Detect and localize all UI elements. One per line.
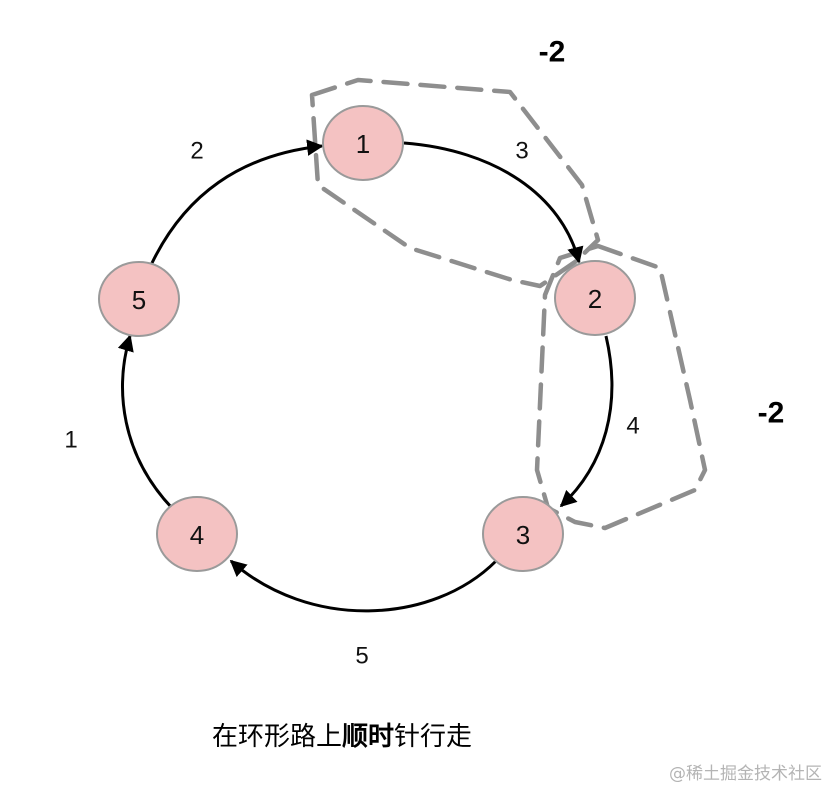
node-2: 2 [554, 260, 636, 336]
caption-text-emphasis: 顺时 [342, 722, 395, 752]
edge-2-to-3-label: 4 [626, 413, 639, 440]
node-4: 4 [156, 496, 238, 572]
edge-4-to-5-label: 1 [64, 427, 77, 454]
edge-5-to-1 [150, 139, 324, 264]
edge-2-to-3 [559, 335, 614, 508]
node-2-label: 2 [588, 284, 602, 314]
node-5-label: 5 [132, 285, 146, 315]
caption-text-before: 在环形路上 [212, 722, 343, 752]
caption-text-after: 针行走 [394, 722, 473, 752]
edge-5-to-1-label: 2 [190, 138, 203, 165]
edge-1-to-2 [403, 141, 584, 264]
edge-4-to-5 [117, 334, 174, 510]
node-5: 5 [98, 261, 180, 337]
diagram-caption: 在环形路上顺时针行走 [212, 716, 472, 753]
node-4-label: 4 [190, 520, 204, 550]
node-3: 3 [482, 496, 564, 572]
group-1-2-label: -2 [539, 36, 566, 69]
group-outline-2-3 [534, 243, 708, 531]
edge-3-to-4-label: 5 [355, 643, 368, 670]
node-1: 1 [322, 105, 404, 181]
watermark: @稀土掘金技术社区 [669, 764, 822, 784]
node-3-label: 3 [516, 520, 530, 550]
edge-1-to-2-label: 3 [515, 138, 528, 165]
group-2-3-label: -2 [758, 397, 785, 430]
edge-3-to-4 [229, 559, 498, 613]
node-1-label: 1 [356, 129, 370, 159]
